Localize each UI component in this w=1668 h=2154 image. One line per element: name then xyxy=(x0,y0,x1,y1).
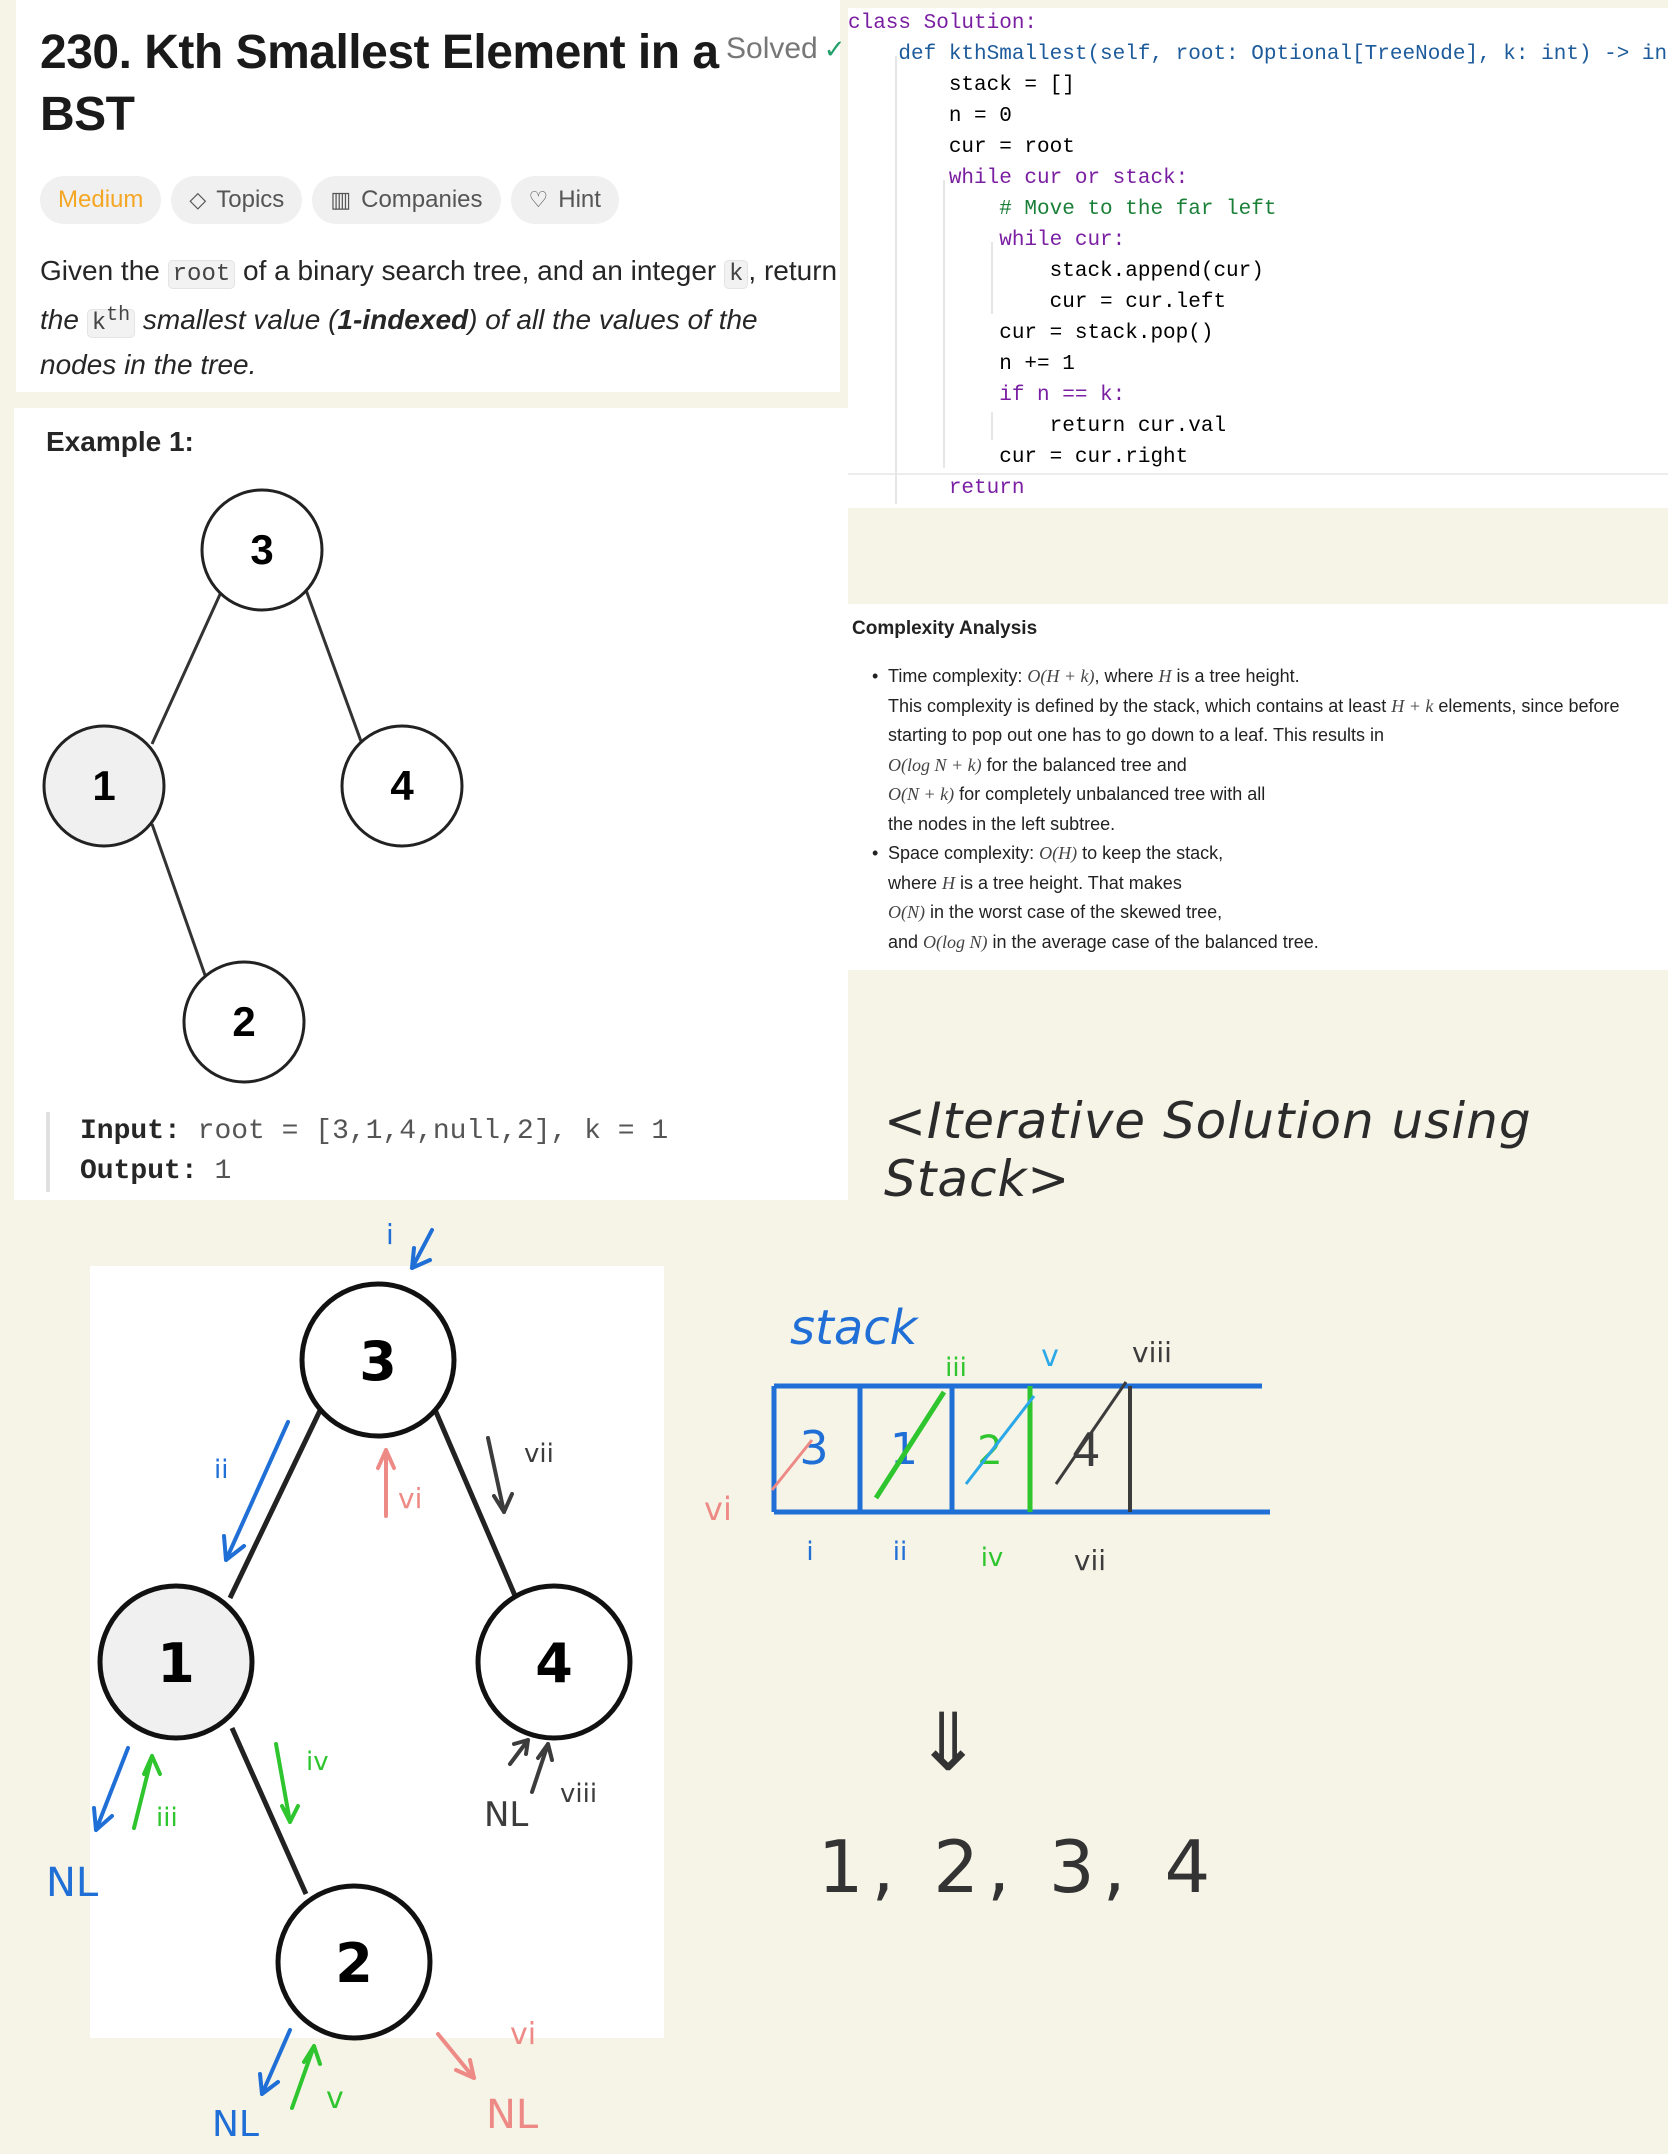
indent-guides xyxy=(848,56,1668,504)
complexity-title: Complexity Analysis xyxy=(852,618,1038,639)
root-code: root xyxy=(167,260,236,289)
tree-node-4 xyxy=(340,724,464,848)
code-line: if n == k: xyxy=(848,384,1126,407)
check-circle-icon: ✓ xyxy=(823,34,846,64)
stack-cell-3: 3 xyxy=(799,1421,828,1475)
code-block: class Solution: def kthSmallest(self, ro… xyxy=(848,8,1668,504)
complexity-panel: Complexity Analysis Time complexity: O(H… xyxy=(848,604,1668,970)
tree-node-4-label: 4 xyxy=(390,762,414,809)
code-line: class Solution: xyxy=(848,12,1038,35)
example-tree: 3 1 4 2 xyxy=(42,488,464,1084)
tree-node-1 xyxy=(42,724,166,848)
code-line: while cur or stack: xyxy=(848,167,1189,190)
hint-label: Hint xyxy=(558,186,601,213)
problem-description: Given the root of a binary search tree, … xyxy=(40,255,838,380)
problem-panel: 230. Kth Smallest Element in a BST Solve… xyxy=(16,0,846,392)
stack-mark-iii: iii xyxy=(945,1353,967,1383)
code-line: return xyxy=(848,477,1025,500)
topics-label: Topics xyxy=(216,186,285,213)
stack-mark-viii: viii xyxy=(1132,1336,1172,1369)
null-label-bottom: NL xyxy=(212,2104,259,2145)
down-arrow-icon: ⇓ xyxy=(914,1696,981,1789)
code-editor[interactable]: class Solution: def kthSmallest(self, ro… xyxy=(848,8,1668,508)
difficulty-label: Medium xyxy=(58,186,144,213)
time-complexity-item: Time complexity: O(H + k), where H is a … xyxy=(872,662,1652,839)
stack-mark-i: i xyxy=(806,1537,813,1567)
code-line: cur = cur.left xyxy=(848,291,1227,314)
example-title: Example 1: xyxy=(46,426,194,457)
code-line: cur = root xyxy=(848,136,1075,159)
example-panel: Example 1: 3 1 4 2 Input: root = [3,1,4,… xyxy=(14,408,848,1200)
solved-status: Solved✓ xyxy=(726,32,846,66)
building-icon: ▥ xyxy=(330,187,352,212)
arrow-nl-right xyxy=(436,2032,476,2080)
companies-button[interactable]: ▥ Companies xyxy=(312,176,501,224)
complexity-list: Time complexity: O(H + k), where H is a … xyxy=(872,662,1652,957)
topics-button[interactable]: ◇ Topics xyxy=(171,176,303,224)
input-label: Input: xyxy=(80,1116,181,1147)
arrow-v xyxy=(290,2044,322,2110)
space-complexity-item: Space complexity: O(H) to keep the stack… xyxy=(872,839,1652,957)
tree-node-3-label: 3 xyxy=(250,526,273,573)
tree-node-1-label: 1 xyxy=(92,762,115,809)
arrow-i xyxy=(410,1228,434,1270)
code-line: n = 0 xyxy=(848,105,1012,128)
null-label-right: NL xyxy=(486,2092,539,2138)
tag-icon: ◇ xyxy=(189,187,207,212)
stack-cell-1: 1 xyxy=(890,1424,918,1475)
stack-mark-vii: vii xyxy=(1074,1544,1106,1577)
tree-node-3 xyxy=(200,488,324,612)
tree-node-2-label: 2 xyxy=(232,998,255,1045)
code-line: while cur: xyxy=(848,229,1126,252)
code-line: return cur.val xyxy=(848,415,1227,438)
mark-i: i xyxy=(386,1218,394,1251)
mark-vi-stack: vi xyxy=(704,1490,732,1528)
lightbulb-icon: ♡ xyxy=(528,187,549,212)
sketch-panel xyxy=(90,1266,664,2038)
stack-label: stack xyxy=(790,1300,920,1356)
problem-title: 230. Kth Smallest Element in a BST xyxy=(40,26,719,141)
code-line: stack = [] xyxy=(848,74,1075,97)
output-value: 1 xyxy=(214,1156,232,1187)
kth-code: kth xyxy=(86,304,136,338)
difficulty-badge[interactable]: Medium xyxy=(40,176,162,224)
code-line: n += 1 xyxy=(848,353,1075,376)
mark-v: v xyxy=(326,2081,344,2116)
stack-cell-2: 2 xyxy=(977,1428,1002,1474)
solved-label: Solved xyxy=(726,32,818,65)
hint-button[interactable]: ♡ Hint xyxy=(510,176,619,224)
code-line: def kthSmallest(self, root: Optional[Tre… xyxy=(848,43,1668,66)
tree-node-2 xyxy=(182,960,306,1084)
code-line: cur = cur.right xyxy=(848,446,1189,469)
input-value: root = [3,1,4,null,2], k = 1 xyxy=(197,1116,669,1147)
code-line: stack.append(cur) xyxy=(848,260,1264,283)
notes-heading: <Iterative Solution using Stack> xyxy=(884,1092,1532,1208)
code-line: # Move to the far left xyxy=(848,198,1277,221)
stack-mark-v: v xyxy=(1041,1339,1059,1374)
stack-box xyxy=(771,1383,1270,1515)
result-sequence: 1, 2, 3, 4 xyxy=(818,1825,1219,1909)
k-code: k xyxy=(724,260,749,289)
output-label: Output: xyxy=(80,1156,198,1187)
companies-label: Companies xyxy=(361,186,483,213)
example-io: Input: root = [3,1,4,null,2], k = 1 Outp… xyxy=(46,1112,668,1192)
code-line: cur = stack.pop() xyxy=(848,322,1214,345)
tag-chips: Medium ◇ Topics ▥ Companies ♡ Hint xyxy=(40,176,619,224)
stack-cell-4: 4 xyxy=(1071,1423,1100,1477)
stack-mark-ii: ii xyxy=(893,1537,907,1567)
stack-mark-iv: iv xyxy=(981,1543,1004,1573)
